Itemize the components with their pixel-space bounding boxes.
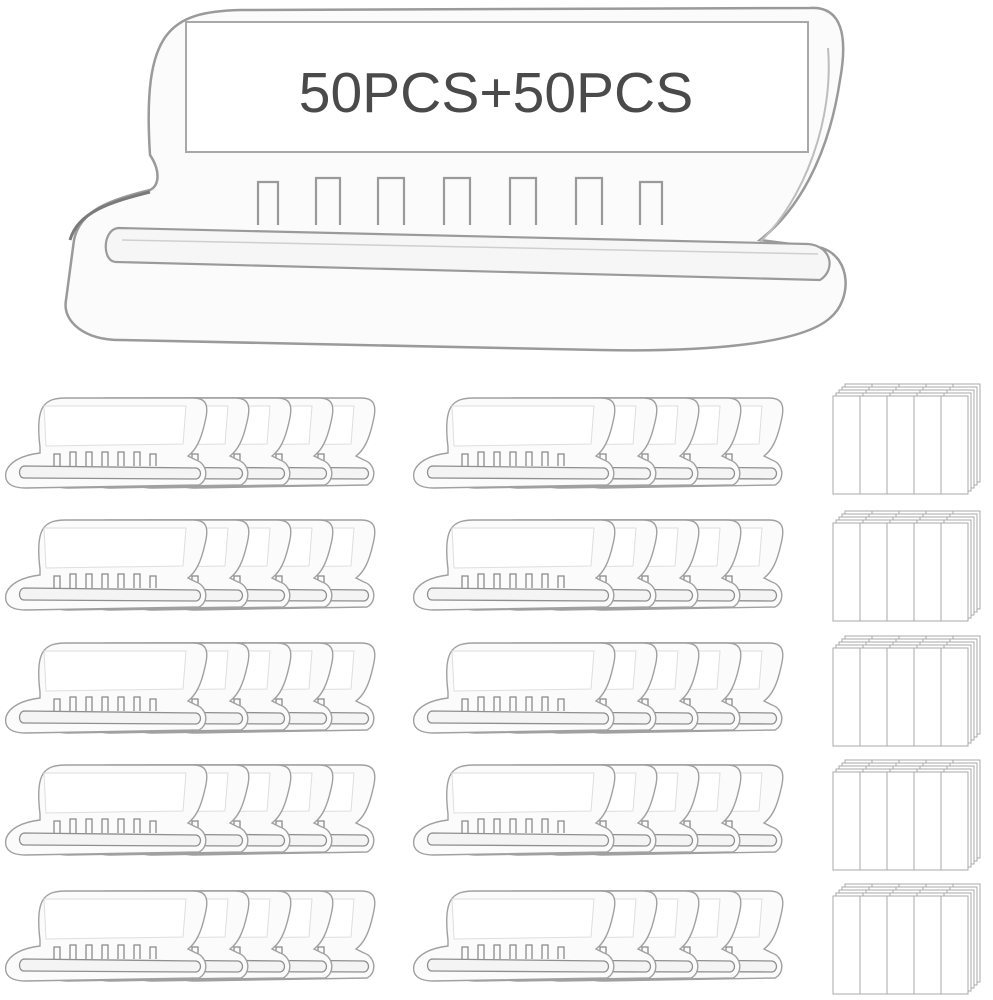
- insert-stack-icon: [833, 511, 980, 621]
- insert-column: [833, 384, 980, 994]
- tab-group-icon: [6, 520, 375, 610]
- insert-stack-icon: [833, 884, 980, 994]
- hero-tab-icon: [64, 6, 848, 352]
- insert-stack-icon: [833, 760, 980, 870]
- tab-column-left: [6, 398, 375, 981]
- tab-group-icon: [414, 765, 783, 855]
- tab-group-icon: [6, 765, 375, 855]
- tab-group-icon: [6, 891, 375, 981]
- hero-quantity-label: 50PCS+50PCS: [299, 61, 694, 125]
- tab-group-icon: [6, 643, 375, 733]
- tab-group-icon: [414, 891, 783, 981]
- tab-column-middle: [414, 398, 783, 981]
- insert-stack-icon: [833, 384, 980, 494]
- insert-stack-icon: [833, 636, 980, 746]
- tab-group-icon: [414, 398, 783, 488]
- tab-group-icon: [6, 398, 375, 488]
- tab-group-icon: [414, 643, 783, 733]
- tab-group-icon: [414, 520, 783, 610]
